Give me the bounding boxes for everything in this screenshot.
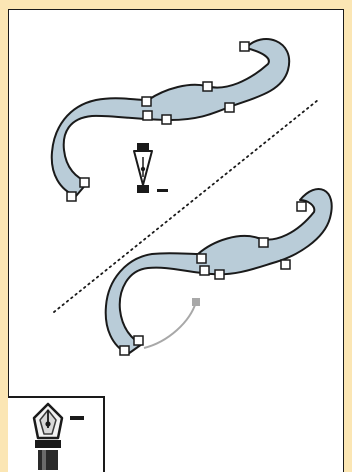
tool-preview-box bbox=[8, 396, 105, 472]
anchor-point[interactable] bbox=[143, 111, 152, 120]
before-shape bbox=[52, 39, 289, 201]
anchor-point[interactable] bbox=[142, 97, 151, 106]
anchor-point[interactable] bbox=[80, 178, 89, 187]
anchor-point[interactable] bbox=[197, 254, 206, 263]
anchor-point[interactable] bbox=[162, 115, 171, 124]
anchor-point[interactable] bbox=[215, 270, 224, 279]
anchor-point[interactable] bbox=[120, 346, 129, 355]
anchor-point[interactable] bbox=[203, 82, 212, 91]
anchor-point[interactable] bbox=[281, 260, 290, 269]
anchor-point[interactable] bbox=[297, 202, 306, 211]
removed-anchor-handle bbox=[192, 298, 200, 306]
anchor-point[interactable] bbox=[134, 336, 143, 345]
anchor-point[interactable] bbox=[225, 103, 234, 112]
after-shape bbox=[106, 189, 332, 355]
anchor-point[interactable] bbox=[67, 192, 76, 201]
delete-anchor-point-pen-icon bbox=[134, 143, 168, 193]
delete-anchor-point-pen-icon bbox=[8, 398, 105, 472]
anchor-point[interactable] bbox=[240, 42, 249, 51]
dotted-divider bbox=[54, 100, 318, 312]
anchor-point[interactable] bbox=[200, 266, 209, 275]
removed-segment-preview bbox=[144, 302, 196, 348]
anchor-point[interactable] bbox=[259, 238, 268, 247]
